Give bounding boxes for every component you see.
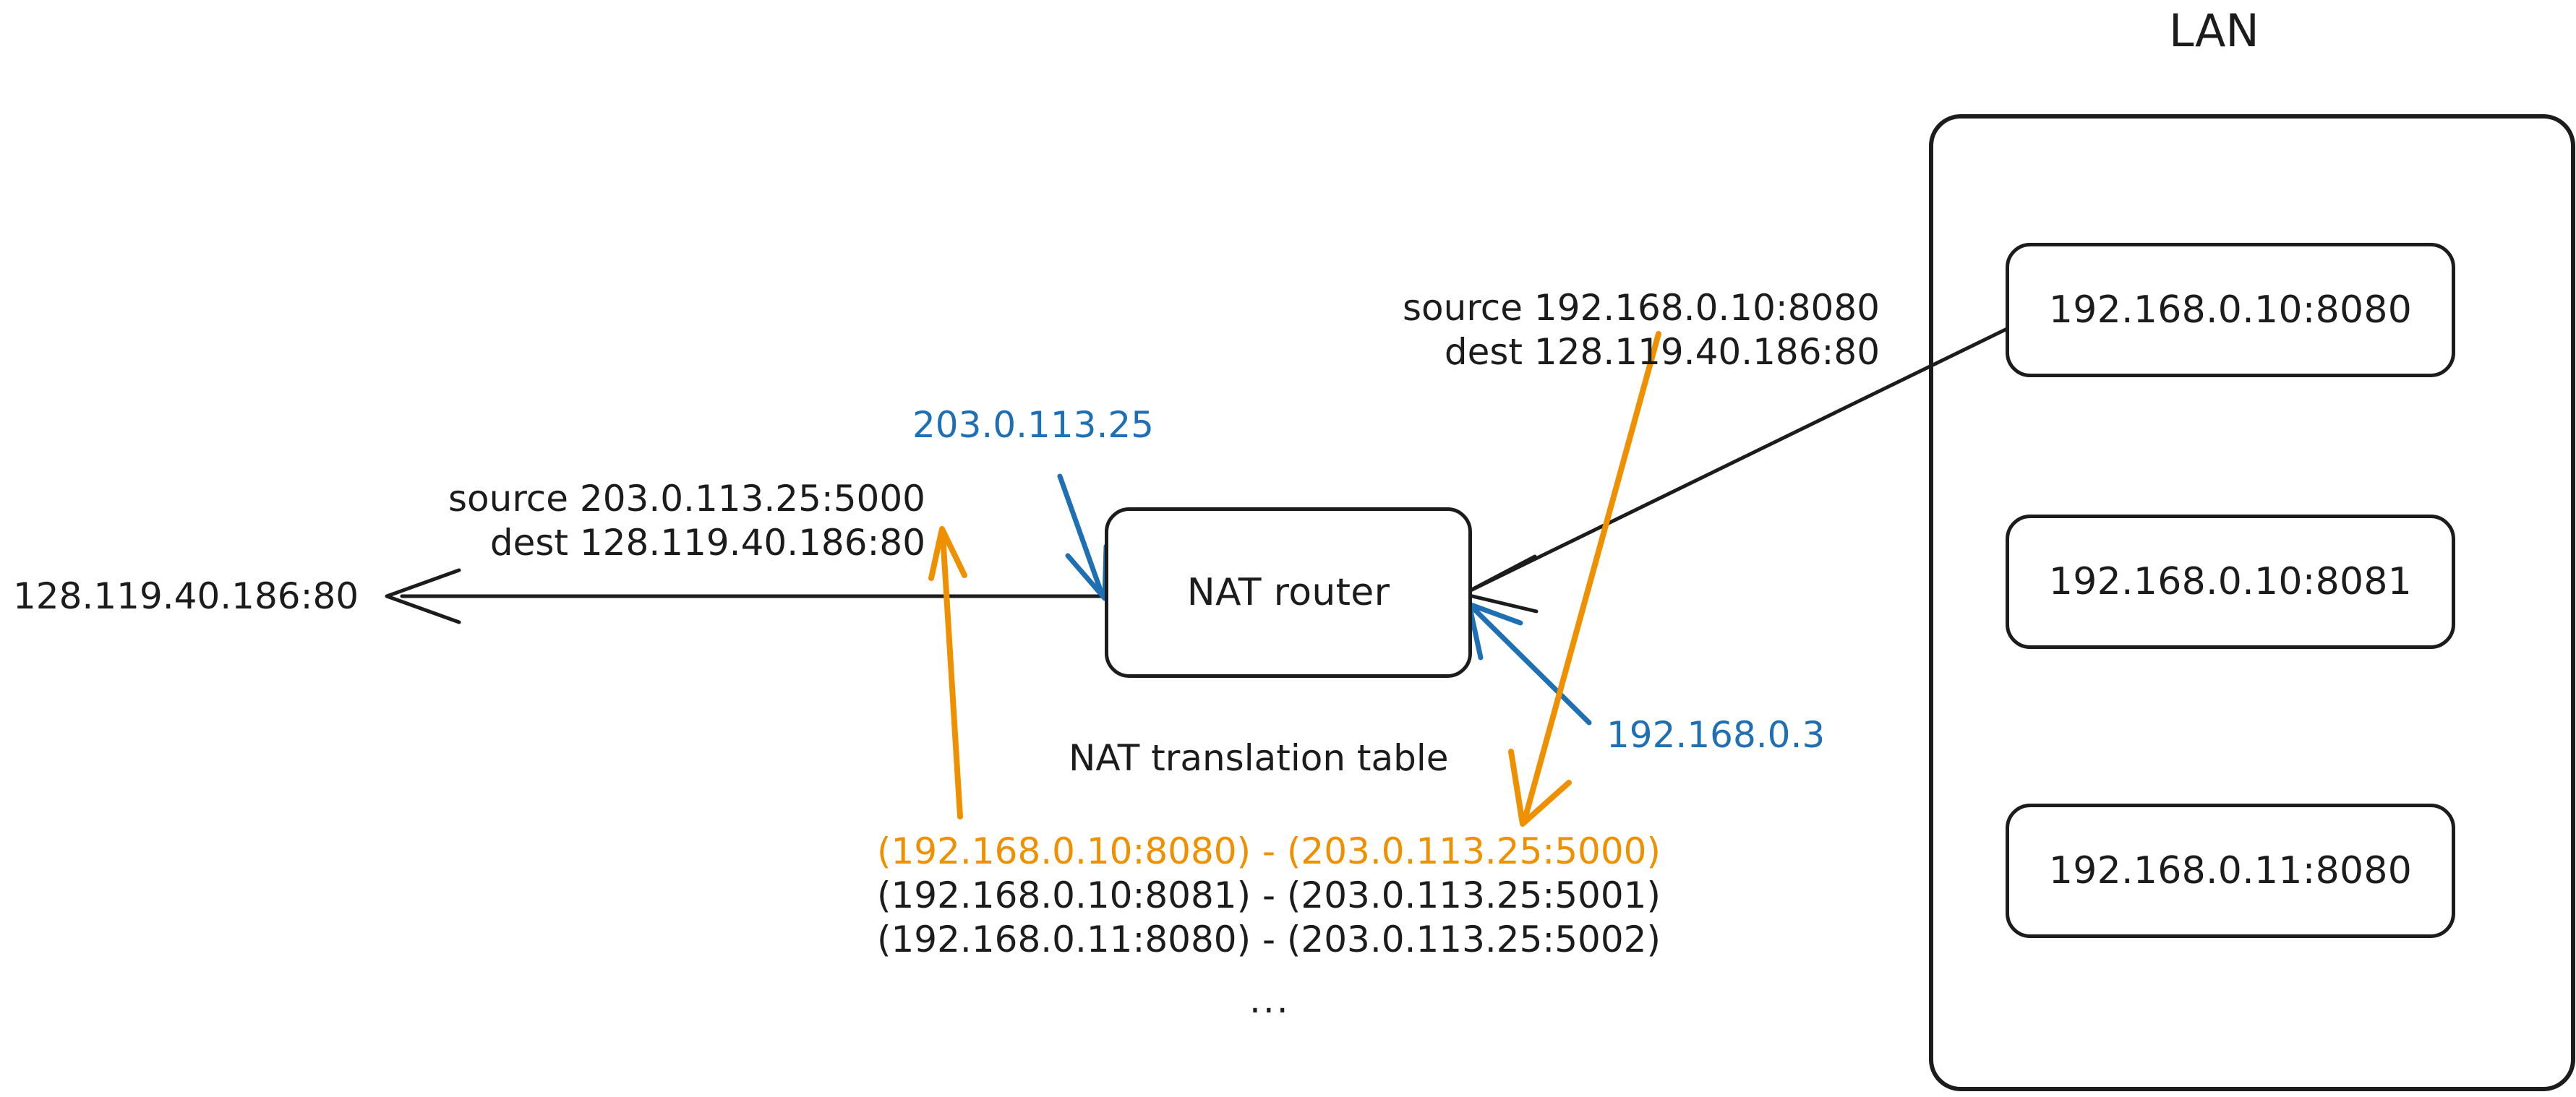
lan-title: LAN <box>2169 4 2259 57</box>
nat-table-title: NAT translation table <box>1069 737 1449 779</box>
original-packet-dest-line: dest 128.119.40.186:80 <box>1444 331 1880 373</box>
translated-packet-dest-line: dest 128.119.40.186:80 <box>489 522 925 564</box>
nat-router-label: NAT router <box>1186 571 1390 614</box>
leader-lan-address <box>1466 601 1592 726</box>
leader-table-to-translated-packet <box>928 526 967 819</box>
arrow-router-to-external-server <box>385 568 1107 624</box>
nat-table-row-3: (192.168.0.11:8080) - (203.0.113.25:5002… <box>876 919 1661 960</box>
host-label-1: 192.168.0.10:8080 <box>2048 288 2413 332</box>
original-packet-header: source 192.168.0.10:8080 dest 128.119.40… <box>962 286 1880 374</box>
nat-translation-table: (192.168.0.10:8080) - (203.0.113.25:5000… <box>864 830 1674 962</box>
lan-boundary <box>1929 114 2575 1091</box>
original-packet-source-line: source 192.168.0.10:8080 <box>1402 287 1880 329</box>
host-box-1[interactable]: 192.168.0.10:8080 <box>2006 243 2455 377</box>
nat-router-box[interactable]: NAT router <box>1105 507 1472 678</box>
host-label-2: 192.168.0.10:8081 <box>2048 560 2413 603</box>
leader-wan-address <box>1057 473 1109 601</box>
nat-table-row-1: (192.168.0.10:8080) - (203.0.113.25:5000… <box>876 830 1661 872</box>
translated-packet-header: source 203.0.113.25:5000 dest 128.119.40… <box>275 477 925 565</box>
host-label-3: 192.168.0.11:8080 <box>2048 849 2413 892</box>
router-wan-address-label: 203.0.113.25 <box>912 404 1154 446</box>
host-box-2[interactable]: 192.168.0.10:8081 <box>2006 515 2455 649</box>
router-lan-address-label: 192.168.0.3 <box>1606 714 1826 756</box>
nat-table-ellipsis: ... <box>1249 979 1291 1021</box>
host-box-3[interactable]: 192.168.0.11:8080 <box>2006 804 2455 938</box>
external-server-label: 128.119.40.186:80 <box>13 575 359 617</box>
nat-table-row-2: (192.168.0.10:8081) - (203.0.113.25:5001… <box>876 874 1661 916</box>
translated-packet-source-line: source 203.0.113.25:5000 <box>448 478 925 520</box>
